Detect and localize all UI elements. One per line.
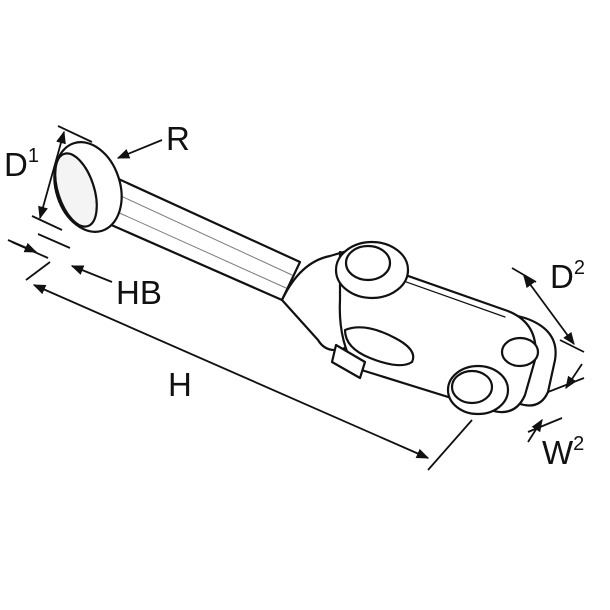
hb-arrow-right bbox=[70, 265, 113, 283]
label-w2: W2 bbox=[542, 433, 584, 471]
w2-arrow-top bbox=[565, 363, 583, 390]
h-dimension-line bbox=[32, 284, 430, 459]
label-h: H bbox=[168, 366, 192, 403]
r-leader bbox=[116, 139, 163, 159]
hb-arrow-left bbox=[7, 239, 38, 253]
d2-dimension-line bbox=[523, 274, 575, 346]
d2-extension-top bbox=[511, 267, 537, 283]
h-extension-right bbox=[427, 419, 473, 471]
h-extension-left bbox=[25, 261, 51, 281]
dimension-labels: D1 R HB H D2 W2 bbox=[4, 120, 585, 471]
w2-extension-bottom bbox=[527, 417, 563, 433]
label-d2: D2 bbox=[550, 257, 585, 295]
clevis-pin-back bbox=[500, 336, 540, 368]
w2-extension-top bbox=[547, 377, 585, 393]
d1-extension-top bbox=[57, 125, 93, 143]
top-bolt-head bbox=[344, 244, 392, 282]
hb-extension-right bbox=[37, 233, 71, 249]
label-hb: HB bbox=[116, 274, 162, 311]
w2-arrow-bottom bbox=[527, 418, 543, 443]
d1-extension-bottom bbox=[31, 215, 63, 231]
d1-dimension-line bbox=[38, 130, 66, 220]
label-r: R bbox=[166, 120, 190, 157]
label-d1: D1 bbox=[4, 145, 39, 183]
clevis-pin-head bbox=[450, 369, 494, 405]
dimension-lines bbox=[7, 125, 585, 471]
